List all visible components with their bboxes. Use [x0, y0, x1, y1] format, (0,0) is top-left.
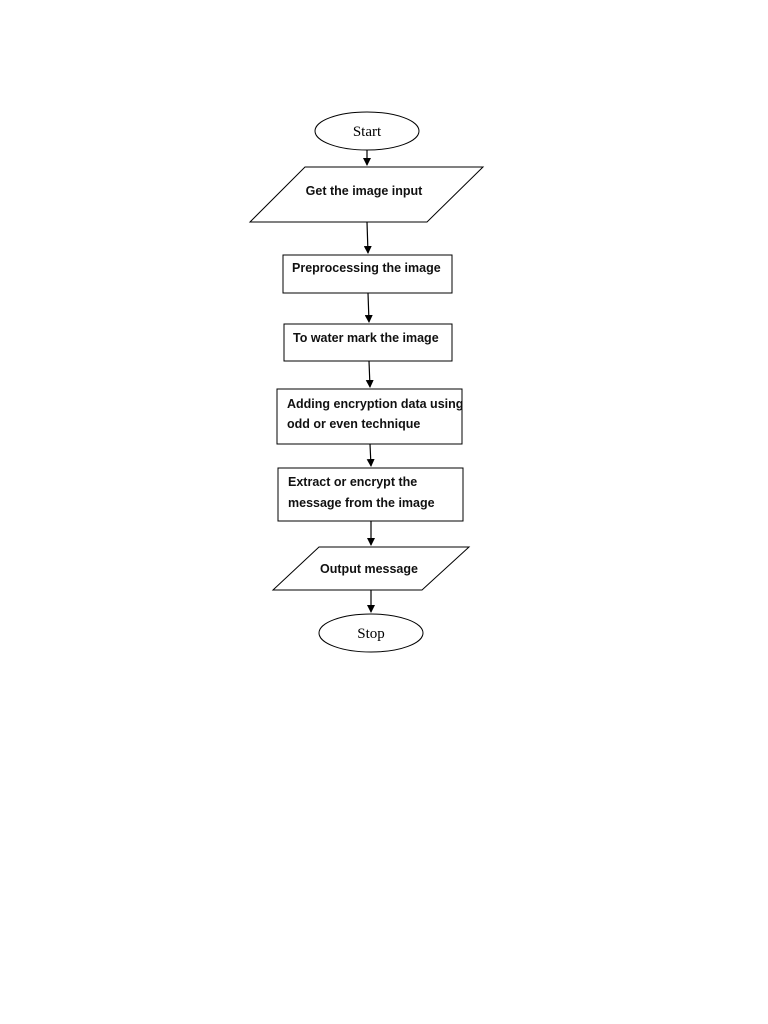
encryption-label-line2: odd or even technique — [287, 417, 420, 431]
encryption-label-line1: Adding encryption data using — [287, 397, 463, 411]
extract-label-line1: Extract or encrypt the — [288, 475, 417, 489]
start-label: Start — [353, 124, 382, 140]
stop-node: Stop — [318, 613, 424, 653]
stop-label: Stop — [357, 626, 385, 642]
arrow-input-to-preprocess — [363, 221, 372, 254]
extract-box — [277, 467, 464, 522]
arrow-preprocess-to-watermark — [364, 292, 373, 323]
encryption-box — [276, 388, 463, 445]
output-label: Output message — [320, 562, 418, 576]
extract-label-line2: message from the image — [288, 496, 435, 510]
watermark-node: To water mark the image — [283, 323, 453, 362]
preprocess-node: Preprocessing the image — [282, 254, 453, 294]
output-node: Output message — [271, 546, 471, 591]
arrow-watermark-to-encryption — [365, 360, 374, 388]
preprocess-label: Preprocessing the image — [292, 261, 441, 275]
watermark-box — [283, 323, 453, 362]
start-node: Start — [314, 111, 420, 151]
extract-node: Extract or encrypt the message from the … — [277, 467, 464, 522]
input-label: Get the image input — [306, 184, 424, 198]
stop-ellipse — [318, 613, 424, 653]
encryption-node: Adding encryption data using odd or even… — [276, 388, 463, 445]
input-node: Get the image input — [248, 166, 485, 223]
output-parallelogram — [271, 546, 471, 591]
arrow-encryption-to-extract — [366, 443, 375, 467]
watermark-label: To water mark the image — [293, 331, 439, 345]
preprocess-box — [282, 254, 453, 294]
input-parallelogram — [248, 166, 485, 223]
